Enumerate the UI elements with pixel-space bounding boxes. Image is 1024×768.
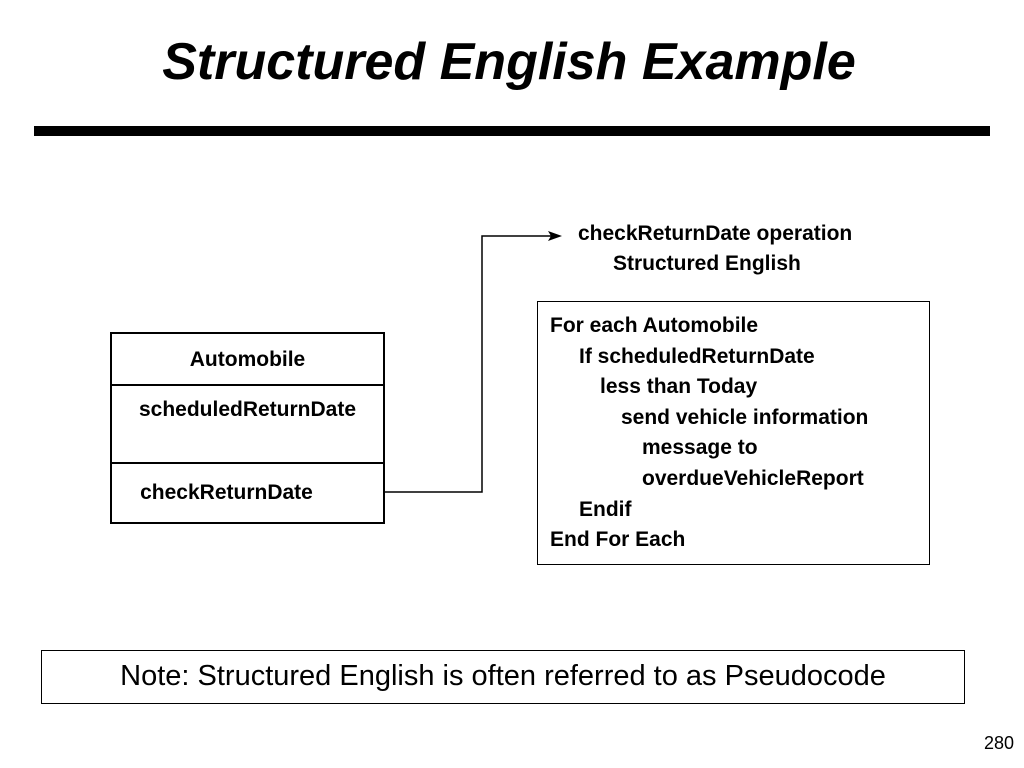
class-attribute: scheduledReturnDate — [138, 398, 357, 421]
page-number: 280 — [983, 733, 1014, 753]
pseudocode-line: End For Each — [550, 528, 686, 552]
pseudocode-line: message to — [642, 436, 758, 460]
pseudocode-line: overdueVehicleReport — [642, 466, 864, 490]
caption-line-1: checkReturnDate operation — [578, 222, 853, 245]
slide-title: Structured English Example — [162, 33, 856, 91]
pseudocode-line: less than Today — [600, 375, 758, 399]
pseudocode-box: For each Automobile If scheduledReturnDa… — [537, 301, 930, 565]
class-operations: checkReturnDate — [112, 464, 383, 522]
pseudocode-line: Endif — [579, 497, 632, 521]
pseudocode-line: For each Automobile — [550, 314, 759, 337]
caption-line-2: Structured English — [613, 252, 801, 275]
class-operation: checkReturnDate — [140, 481, 313, 504]
pseudocode-line: If scheduledReturnDate — [579, 344, 815, 368]
arrowhead-icon — [548, 231, 562, 241]
class-name: Automobile — [112, 334, 383, 386]
pseudocode-line: send vehicle information — [621, 405, 869, 429]
automobile-class-box: Automobile scheduledReturnDate checkRetu… — [110, 332, 385, 524]
class-attributes: scheduledReturnDate — [112, 386, 383, 464]
title-divider — [34, 126, 990, 136]
pseudocode-caption: checkReturnDate operation Structured Eng… — [578, 219, 852, 279]
operation-connector-line — [360, 235, 552, 493]
note-box: Note: Structured English is often referr… — [41, 650, 965, 704]
